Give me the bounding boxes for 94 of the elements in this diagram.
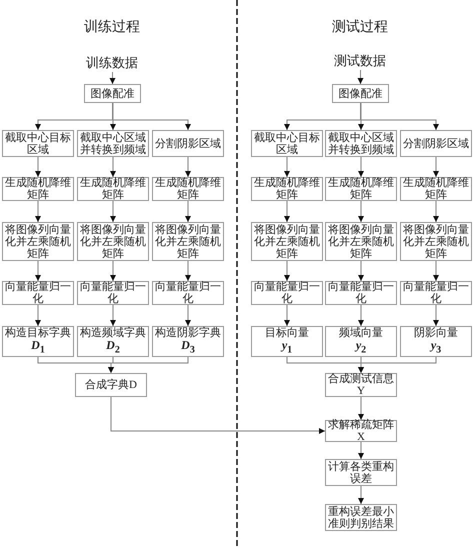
arrow <box>185 156 191 178</box>
step-label: 求解稀疏矩阵X <box>328 419 394 443</box>
arrow <box>433 156 439 178</box>
step-label: 图像配准 <box>90 88 134 100</box>
step-label: 分割阴影区域 <box>403 138 469 150</box>
step-label: 截取中心目标区域 <box>254 132 320 156</box>
arrow <box>360 102 439 130</box>
arrow <box>358 156 364 178</box>
process-box <box>325 326 397 357</box>
process-box <box>332 84 389 103</box>
arrow <box>358 200 364 222</box>
symbol-label: y$_{2}$ <box>356 338 366 356</box>
symbol-label: D$_{2}$ <box>106 338 120 356</box>
data-label: 训练数据 <box>86 54 138 70</box>
arrow <box>185 260 191 282</box>
arrow <box>358 442 364 460</box>
symbol-label: y$_{1}$ <box>282 338 292 356</box>
step-label: 将图像列向量化并左乘随机矩阵 <box>328 224 394 260</box>
arrow <box>35 260 41 282</box>
process-box <box>152 130 224 157</box>
step-label: 生成随机降维矩阵 <box>80 177 146 201</box>
process-box <box>84 84 141 103</box>
process-box <box>152 326 224 357</box>
step-label: 截取中心区域并转换到频域 <box>80 132 146 156</box>
step-label: 合成测试信息Y <box>328 373 394 397</box>
step-label: 生成随机降维矩阵 <box>403 177 469 201</box>
step-label: 生成随机降维矩阵 <box>5 177 71 201</box>
step-label: 向量能量归一化 <box>254 281 320 305</box>
section-heading: 训练过程 <box>84 18 140 36</box>
step-label: 向量能量归一化 <box>5 281 71 305</box>
arrow <box>358 102 364 130</box>
step-label: 将图像列向量化并左乘随机矩阵 <box>254 224 320 260</box>
arrow <box>35 304 41 326</box>
step-label: 向量能量归一化 <box>80 281 146 305</box>
data-label: 测试数据 <box>334 52 386 68</box>
arrow <box>358 70 364 84</box>
arrow <box>433 260 439 282</box>
step-label: 构造频域字典 <box>80 326 146 339</box>
step-label: 分割阴影区域 <box>155 138 221 150</box>
arrow <box>433 200 439 222</box>
section-heading: 测试过程 <box>332 18 388 36</box>
arrow <box>284 200 290 222</box>
step-label: 将图像列向量化并左乘随机矩阵 <box>80 224 146 260</box>
arrow <box>358 304 364 326</box>
step-label: 生成随机降维矩阵 <box>155 177 221 201</box>
step-label: 频域向量 <box>339 326 383 339</box>
process-box <box>75 373 147 397</box>
arrow <box>110 304 116 326</box>
arrow <box>185 200 191 222</box>
arrow <box>358 396 364 420</box>
arrow <box>110 396 326 434</box>
step-label: 向量能量归一化 <box>328 281 394 305</box>
step-label: 向量能量归一化 <box>155 281 221 305</box>
step-label: 生成随机降维矩阵 <box>254 177 320 201</box>
step-label: 计算各类重构误差 <box>328 460 394 484</box>
arrow <box>110 260 116 282</box>
step-label: 将图像列向量化并左乘随机矩阵 <box>5 224 71 260</box>
arrow <box>358 260 364 282</box>
arrow <box>110 200 116 222</box>
arrow <box>185 304 191 326</box>
step-label: 阴影向量 <box>414 326 458 339</box>
step-label: 构造阴影字典 <box>155 326 221 339</box>
step-label: 截取中心目标区域 <box>5 132 71 156</box>
arrow <box>35 200 41 222</box>
step-label: 重构误差最小准则判别结果 <box>328 506 394 530</box>
step-label: 生成随机降维矩阵 <box>328 177 394 201</box>
step-label: 图像配准 <box>338 88 382 100</box>
step-label: 将图像列向量化并左乘随机矩阵 <box>403 224 469 260</box>
step-label: 合成字典D <box>85 379 137 391</box>
step-label: 目标向量 <box>265 326 309 339</box>
step-label: 截取中心区域并转换到频域 <box>328 132 394 156</box>
step-label: 向量能量归一化 <box>403 281 469 305</box>
arrow <box>433 304 439 326</box>
step-label: 构造目标字典 <box>5 326 71 339</box>
process-box <box>2 326 74 357</box>
process-box <box>251 326 323 357</box>
step-label: 将图像列向量化并左乘随机矩阵 <box>155 224 221 260</box>
symbol-label: y$_{3}$ <box>430 338 442 356</box>
arrow <box>110 102 116 130</box>
process-box <box>400 130 472 157</box>
arrow <box>284 156 290 178</box>
arrow <box>358 356 436 374</box>
arrow <box>110 156 116 178</box>
symbol-label: D$_{1}$ <box>31 338 45 356</box>
arrow <box>112 102 191 130</box>
arrow <box>358 486 364 504</box>
arrow <box>284 304 290 326</box>
symbol-label: D$_{3}$ <box>181 338 195 356</box>
arrow <box>110 72 116 84</box>
arrow <box>35 156 41 178</box>
process-box <box>77 326 149 357</box>
arrow <box>108 356 188 374</box>
arrow <box>284 260 290 282</box>
process-box <box>400 326 472 357</box>
